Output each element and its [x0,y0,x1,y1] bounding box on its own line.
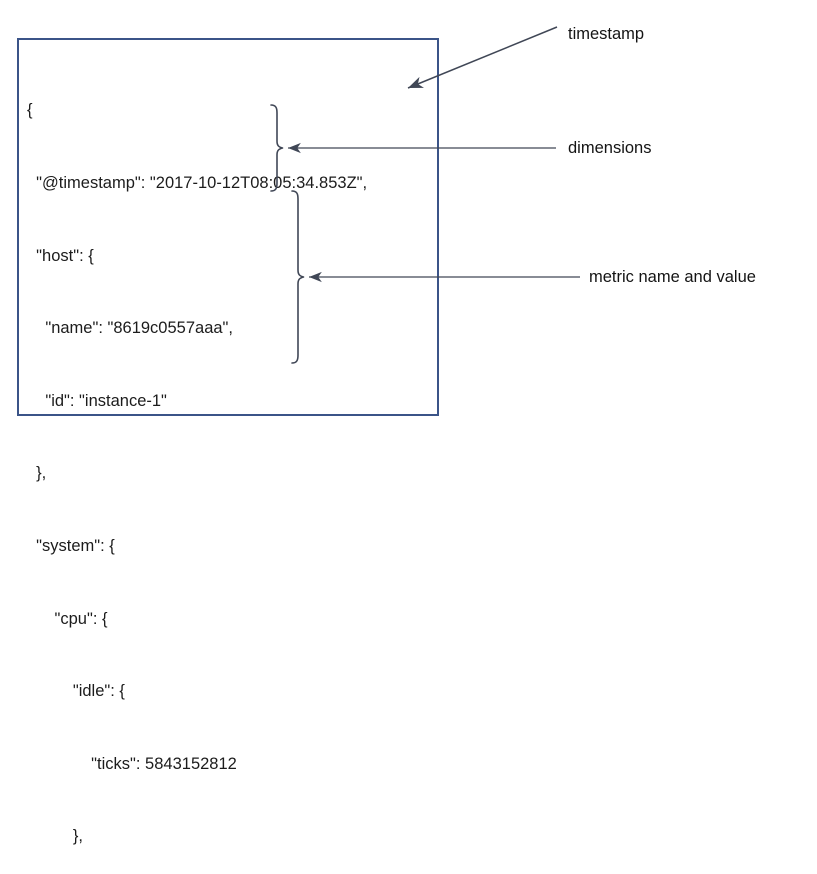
json-line-host-close: }, [27,464,47,483]
json-line-idle-close: }, [27,827,83,846]
json-line-ticks: "ticks": 5843152812 [27,754,237,773]
json-document-box [17,38,439,416]
json-line-host-name: "name": "8619c0557aaa", [27,319,233,338]
json-line-timestamp: "@timestamp": "2017-10-12T08:05:34.853Z"… [27,174,368,192]
json-line-system-open: "system": { [27,536,115,555]
annotation-label-metric: metric name and value [589,268,756,286]
annotation-label-dimensions: dimensions [568,139,652,157]
json-line-host-open: "host": { [27,246,94,265]
json-line: { [27,101,33,120]
annotation-label-timestamp: timestamp [568,25,645,43]
json-line-idle-open: "idle": { [27,682,125,701]
diagram-root: { "@timestamp": "2017-10-12T08:05:34.853… [17,25,756,845]
json-document-text: { "@timestamp": "2017-10-12T08:05:34.853… [27,50,367,874]
json-line-host-id: "id": "instance-1" [27,391,167,410]
json-line-cpu-open: "cpu": { [27,609,108,628]
